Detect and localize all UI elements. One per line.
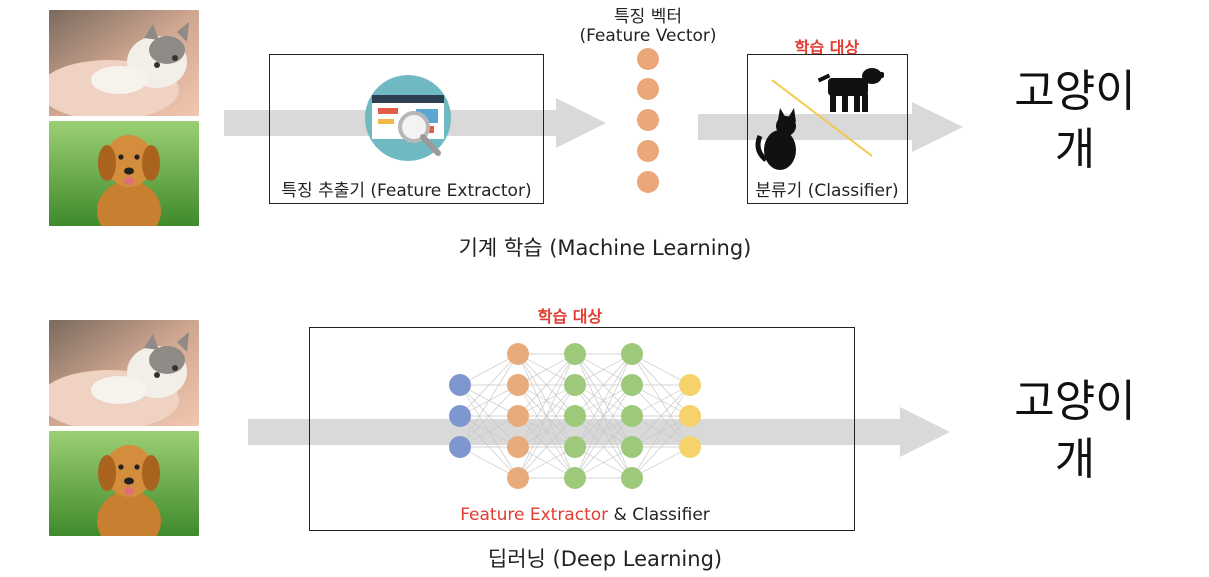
nn-edge bbox=[517, 384, 576, 479]
nn-node-layer-2 bbox=[507, 343, 529, 365]
ml-learning-target-label: 학습 대상 bbox=[794, 38, 860, 57]
feature-vector-label-ko: 특징 벡터 bbox=[614, 7, 682, 27]
feature-vector-node bbox=[637, 78, 659, 100]
neural-network bbox=[449, 343, 701, 489]
decision-boundary bbox=[771, 79, 873, 157]
ml-result-cat: 고양이 bbox=[1014, 66, 1136, 117]
nn-node-layer-2 bbox=[507, 436, 529, 458]
dog-photo bbox=[49, 121, 199, 226]
classifier-icon bbox=[755, 68, 884, 170]
nn-edge bbox=[459, 353, 519, 448]
nn-node-layer-5 bbox=[679, 436, 701, 458]
nn-edge bbox=[631, 415, 691, 479]
ml-result: 고양이 개 bbox=[990, 63, 1160, 179]
nn-node-layer-1 bbox=[449, 436, 471, 458]
nn-node-layer-1 bbox=[449, 374, 471, 396]
nn-node-layer-5 bbox=[679, 374, 701, 396]
nn-node-layer-3 bbox=[564, 374, 586, 396]
nn-edge bbox=[631, 384, 691, 448]
ml-result-dog: 개 bbox=[1054, 124, 1096, 175]
feature-extractor-label: 특징 추출기 (Feature Extractor) bbox=[281, 181, 532, 201]
cat-photo bbox=[49, 320, 199, 426]
classifier-label: 분류기 (Classifier) bbox=[755, 181, 899, 201]
nn-edge bbox=[459, 384, 519, 448]
nn-edge bbox=[517, 353, 576, 417]
nn-edge bbox=[459, 353, 519, 417]
nn-node-layer-5 bbox=[679, 405, 701, 427]
nn-node-layer-3 bbox=[564, 436, 586, 458]
nn-node-layer-4 bbox=[621, 405, 643, 427]
feature-vector-node bbox=[637, 48, 659, 70]
dog-icon bbox=[817, 68, 884, 112]
dl-result-cat: 고양이 bbox=[1014, 376, 1136, 427]
ml-caption: 기계 학습 (Machine Learning) bbox=[458, 236, 752, 260]
dl-result-dog: 개 bbox=[1054, 434, 1096, 485]
nn-edge bbox=[574, 415, 633, 479]
nn-node-layer-4 bbox=[621, 467, 643, 489]
dl-learning-target-label: 학습 대상 bbox=[537, 307, 603, 326]
nn-edge bbox=[517, 415, 576, 479]
nn-node-layer-3 bbox=[564, 467, 586, 489]
nn-node-layer-4 bbox=[621, 374, 643, 396]
nn-edge bbox=[574, 353, 633, 448]
dl-caption: 딥러닝 (Deep Learning) bbox=[487, 547, 723, 571]
feature-extractor-icon bbox=[365, 75, 451, 161]
cat-photo bbox=[49, 10, 199, 116]
feature-vector bbox=[637, 48, 659, 193]
dl-result: 고양이 개 bbox=[990, 373, 1160, 489]
nn-node-layer-1 bbox=[449, 405, 471, 427]
nn-node-layer-2 bbox=[507, 467, 529, 489]
nn-edge bbox=[517, 353, 576, 479]
feature-vector-label-en: (Feature Vector) bbox=[579, 26, 717, 46]
deep-network-box bbox=[309, 327, 855, 531]
nn-edge bbox=[517, 353, 576, 448]
feature-extractor-box bbox=[269, 54, 544, 204]
nn-node-layer-4 bbox=[621, 436, 643, 458]
nn-node-layer-3 bbox=[564, 405, 586, 427]
nn-node-layer-2 bbox=[507, 405, 529, 427]
feature-vector-node bbox=[637, 140, 659, 162]
dl-box-label-rest: & Classifier bbox=[608, 505, 710, 525]
dl-box-label-red: Feature Extractor bbox=[460, 505, 609, 525]
dl-box-label: Feature Extractor & Classifier bbox=[330, 505, 840, 525]
nn-edge bbox=[574, 353, 633, 479]
dog-photo bbox=[49, 431, 199, 536]
nn-edge bbox=[574, 384, 633, 479]
ml-output-arrow bbox=[698, 102, 963, 152]
nn-node-layer-2 bbox=[507, 374, 529, 396]
nn-node-layer-3 bbox=[564, 343, 586, 365]
feature-vector-node bbox=[637, 171, 659, 193]
nn-edge bbox=[574, 353, 633, 417]
feature-vector-node bbox=[637, 109, 659, 131]
classifier-box bbox=[747, 54, 908, 204]
nn-node-layer-4 bbox=[621, 343, 643, 365]
nn-edge bbox=[631, 384, 691, 479]
cat-icon bbox=[755, 108, 796, 170]
